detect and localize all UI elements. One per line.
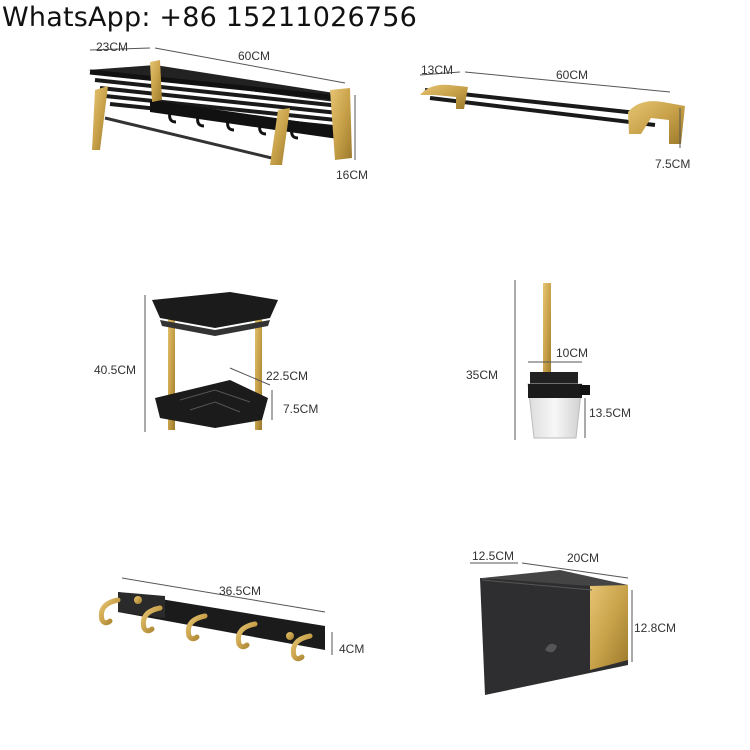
corner-shelf-depth-label: 22.5CM bbox=[266, 369, 309, 383]
double-towel-bar bbox=[419, 71, 685, 148]
tissue-box bbox=[470, 562, 633, 695]
tissue-box-width-label: 20CM bbox=[567, 551, 600, 565]
brush-holder-cup-label: 13.5CM bbox=[589, 406, 632, 420]
tissue-box-depth-label: 12.5CM bbox=[472, 549, 515, 563]
corner-shelf bbox=[144, 292, 278, 432]
brush-holder-width-label: 10CM bbox=[556, 346, 589, 360]
corner-shelf-height-label: 40.5CM bbox=[94, 363, 137, 377]
towel-rack-width-label: 60CM bbox=[238, 49, 271, 63]
towel-bar-width-label: 60CM bbox=[556, 68, 589, 82]
hook-rail-height-label: 4CM bbox=[339, 642, 365, 656]
towel-rack bbox=[88, 47, 356, 165]
whatsapp-contact: WhatsApp: +86 15211026756 bbox=[2, 2, 417, 33]
hook-rail-width-label: 36.5CM bbox=[219, 584, 262, 598]
tissue-box-height-label: 12.8CM bbox=[634, 621, 677, 635]
corner-shelf-rail-label: 7.5CM bbox=[283, 402, 319, 416]
robe-hook-rail bbox=[98, 577, 333, 662]
towel-bar-height-label: 7.5CM bbox=[655, 157, 691, 171]
brush-holder-height-label: 35CM bbox=[466, 368, 499, 382]
towel-bar-depth-label: 13CM bbox=[421, 63, 454, 77]
toilet-brush-holder bbox=[514, 280, 590, 440]
towel-rack-height-label: 16CM bbox=[336, 168, 369, 182]
towel-rack-depth-label: 23CM bbox=[96, 40, 129, 54]
